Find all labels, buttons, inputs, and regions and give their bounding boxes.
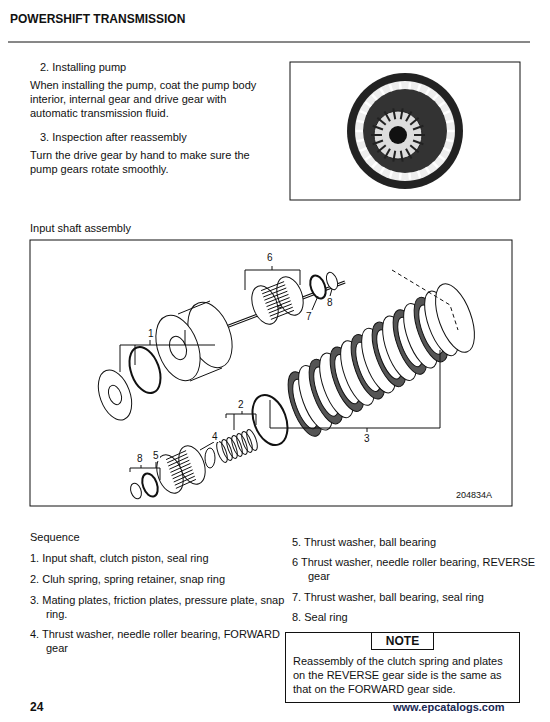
step-heading: 3. Inspection after reassembly [40, 130, 270, 144]
gear-tooth [373, 140, 383, 144]
gear-tooth [418, 171, 420, 178]
page-number: 24 [30, 700, 43, 714]
section-heading: Input shaft assembly [30, 221, 260, 235]
callout-number: 2 [237, 399, 245, 410]
gear-tooth [360, 148, 366, 151]
list-item: 4. Thrust washer, needle roller bearing,… [30, 627, 296, 655]
step-heading: 2. Installing pump [40, 60, 270, 74]
gear-tooth [372, 162, 377, 167]
gear-tooth [360, 111, 366, 114]
list-item: 8. Seal ring [292, 610, 543, 624]
gear-tooth [365, 156, 371, 160]
page-header: POWERSHIFT TRANSMISSION [10, 12, 185, 26]
gear-tooth [385, 112, 391, 122]
gear-tooth [401, 108, 403, 119]
callout-number: 3 [363, 433, 371, 444]
gear-tooth [447, 130, 454, 133]
list-item: 6 Thrust washer, needle roller bearing, … [292, 555, 543, 583]
gear-tooth [410, 118, 418, 125]
gear-tooth [390, 171, 392, 178]
note-box: NOTEReassembly of the clutch spring and … [285, 632, 520, 703]
gear-tooth [413, 126, 423, 130]
gear-tooth [443, 111, 449, 114]
callout-number: 8 [136, 453, 144, 464]
section-heading: Sequence [30, 530, 230, 544]
callout-number: 5 [152, 450, 160, 461]
paragraph: Turn the drive gear by hand to make sure… [30, 148, 275, 176]
callout-number: 8 [326, 297, 334, 308]
gear-tooth [413, 140, 423, 144]
gear-tooth [399, 173, 402, 180]
gear-tooth [393, 151, 395, 162]
gear-tooth [426, 167, 430, 173]
gear-tooth [410, 145, 418, 152]
spring-coil [244, 428, 259, 451]
exploded-view [92, 266, 482, 500]
gear-tooth [406, 149, 412, 159]
figure-code: 204834A [455, 490, 493, 501]
gear-tooth [433, 95, 438, 100]
list-item: 5. Thrust washer, ball bearing [292, 535, 543, 549]
paragraph: When installing the pump, coat the pump … [30, 78, 275, 120]
note-text: Reassembly of the clutch spring and plat… [286, 650, 519, 702]
snap-ring [205, 448, 215, 468]
gear-tooth [176, 479, 196, 488]
gear-tooth [443, 148, 449, 151]
callout-number: 7 [305, 311, 313, 322]
gear-tooth [446, 121, 453, 122]
list-item: 1. Input shaft, clutch piston, seal ring [30, 551, 296, 565]
gear-tooth [408, 82, 411, 89]
gear-tooth [418, 84, 420, 91]
list-item: 7. Thrust washer, ball bearing, seal rin… [292, 590, 543, 604]
gear-tooth [426, 89, 430, 95]
gear-tooth [439, 102, 445, 106]
gear-tooth [377, 118, 385, 125]
gear-tooth [271, 310, 294, 319]
list-item: 2. Cluh spring, spring retainer, snap ri… [30, 572, 296, 586]
gear-tooth [377, 145, 385, 152]
gear-tooth [393, 108, 395, 119]
gear-tooth [390, 84, 392, 91]
gear-tooth [446, 140, 453, 141]
callout-number: 1 [147, 328, 155, 339]
gear-tooth [371, 134, 382, 136]
header-rule [8, 42, 530, 43]
gear-tooth [401, 151, 403, 162]
gear-tooth [408, 173, 411, 180]
note-heading: NOTE [371, 633, 434, 650]
gear-tooth [357, 121, 364, 122]
pump-photo [347, 73, 463, 189]
gear-tooth [372, 95, 377, 100]
callout-number: 6 [266, 252, 274, 263]
list-item: 3. Mating plates, friction plates, press… [30, 593, 296, 621]
gear-tooth [414, 134, 425, 136]
gear-tooth [399, 82, 402, 89]
gear-tooth [381, 89, 385, 95]
gear-tooth [356, 130, 363, 133]
gear-tooth [439, 156, 445, 160]
gear-tooth [373, 126, 383, 130]
gear-tooth [365, 102, 371, 106]
gear-tooth [381, 167, 385, 173]
callout-number: 4 [211, 431, 219, 442]
gear-tooth [385, 149, 391, 159]
gear-tooth [406, 112, 412, 122]
gear-tooth [433, 162, 438, 167]
gear-tooth [357, 140, 364, 141]
diagram-frame [30, 240, 512, 506]
photo-frame [290, 62, 520, 200]
